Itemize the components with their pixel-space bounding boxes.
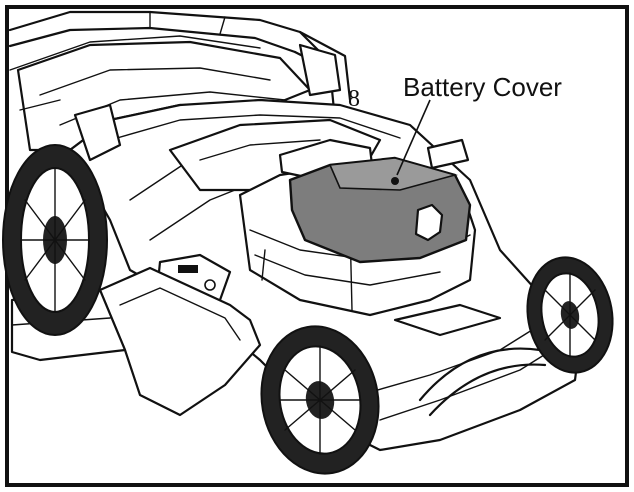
- callout-leader-line: [396, 99, 431, 176]
- front-right-wheel: [526, 256, 614, 374]
- callout-label: Battery Cover: [403, 72, 562, 102]
- front-left-wheel: [260, 325, 380, 475]
- rear-left-wheel: [2, 144, 108, 336]
- battery-cover: [288, 156, 472, 264]
- step-number: 8: [348, 86, 360, 112]
